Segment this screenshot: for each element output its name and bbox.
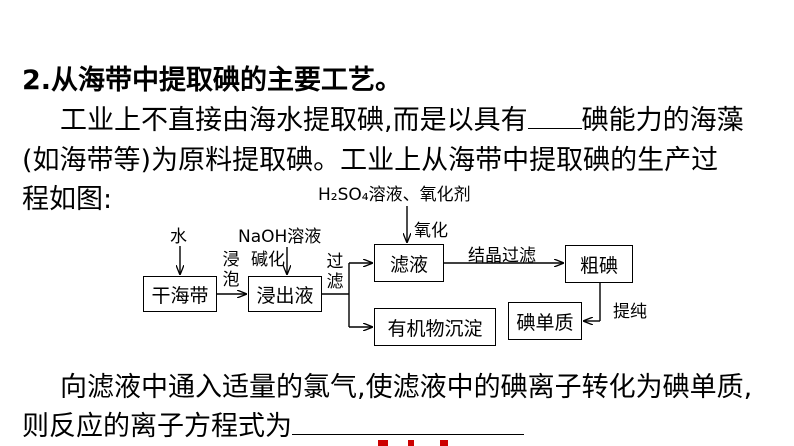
answer-fragment-red [378,440,388,446]
crystallize-label: 结晶过滤 [468,246,536,266]
section-title: 2.从海带中提取碘的主要工艺。 [22,65,403,96]
filter-label: 过滤 [326,252,344,292]
answer-fragment-red [440,440,448,446]
water-label: 水 [170,227,187,247]
box-organic-precipitate: 有机物沉淀 [374,308,496,346]
box-crude-iodine: 粗碘 [565,245,633,283]
paragraph-line-3: 程如图: [22,184,113,215]
paragraph-line-2: (如海带等)为原料提取碘。工业上从海带中提取碘的生产过 [22,145,719,176]
soak-label: 浸泡 [222,250,240,290]
paragraph2-line-2: 则反应的离子方程式为 [22,404,524,443]
purify-label: 提纯 [613,302,647,322]
paragraph-line-1-b: 碘能力的海藻 [581,105,744,136]
paragraph-line-1: 工业上不直接由海水提取碘,而是以具有 碘能力的海藻 [60,98,744,137]
reagent-top-label: H₂SO₄溶液、氧化剂 [318,185,471,205]
box-dry-kelp: 干海带 [143,276,217,312]
box-iodine: 碘单质 [508,302,582,340]
oxidize-label: 氧化 [414,221,448,241]
naoh-label: NaOH溶液 [238,227,322,247]
answer-blank-2[interactable] [292,412,524,435]
answer-fragment-red [408,440,414,446]
paragraph2-line-2-text: 则反应的离子方程式为 [22,411,292,442]
paragraph-line-1-a: 工业上不直接由海水提取碘,而是以具有 [60,105,528,136]
alkalize-label: 碱化 [251,250,285,270]
box-filtrate: 滤液 [374,244,444,282]
paragraph2-line-1: 向滤液中通入适量的氯气,使滤液中的碘离子转化为碘单质, [60,372,753,403]
answer-blank-1[interactable] [527,106,582,129]
box-extract: 浸出液 [248,276,322,312]
